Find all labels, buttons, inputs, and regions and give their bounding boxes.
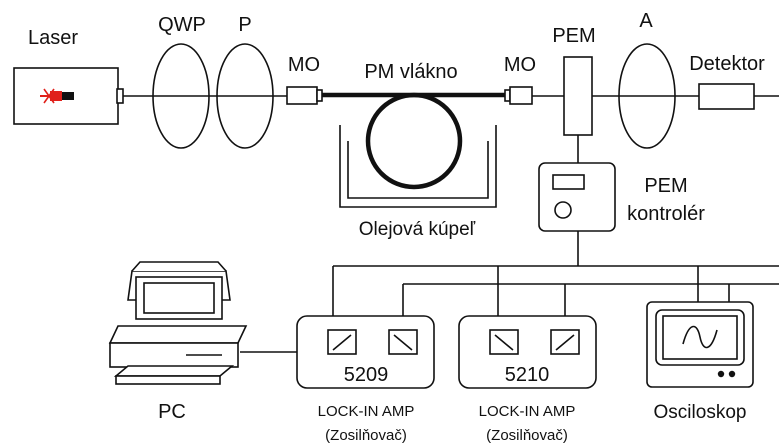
polarizer-lens xyxy=(216,43,274,149)
pem-controller-knob xyxy=(554,201,572,219)
analyzer-lens xyxy=(618,43,676,149)
label-pem-controller-1: PEM xyxy=(644,175,687,197)
label-pem-controller-2: kontrolér xyxy=(627,203,705,225)
oscilloscope xyxy=(646,301,754,388)
laser-aperture xyxy=(116,88,124,104)
lockin-5210 xyxy=(458,315,597,389)
oil-bath xyxy=(339,125,497,208)
pem-controller-display xyxy=(552,174,585,190)
label-pem: PEM xyxy=(552,25,595,47)
pem-element xyxy=(563,56,593,136)
label-oil-bath: Olejová kúpeľ xyxy=(359,219,476,240)
osc-knob-2 xyxy=(728,370,736,378)
lockin1-sub: (Zosilňovač) xyxy=(325,427,407,444)
laser xyxy=(13,67,124,125)
pem-controller-box xyxy=(538,162,616,232)
label-mo-right: MO xyxy=(504,54,536,76)
laser-icon xyxy=(40,88,74,104)
lockin-5209 xyxy=(296,315,435,389)
pc-icon xyxy=(108,261,248,385)
label-polarizer: P xyxy=(238,14,251,36)
sine-wave-icon xyxy=(682,325,718,349)
label-pm-fiber: PM vlákno xyxy=(364,61,457,83)
mo-right-body xyxy=(509,86,533,105)
mo-left-body xyxy=(286,86,318,105)
lockin1-name: LOCK-IN AMP xyxy=(318,403,415,420)
lockin2-name: LOCK-IN AMP xyxy=(479,403,576,420)
label-mo-left: MO xyxy=(288,54,320,76)
label-detector: Detektor xyxy=(689,53,765,75)
label-oscilloscope: Osciloskop xyxy=(654,402,747,423)
qwp-lens xyxy=(152,43,210,149)
osc-knob-1 xyxy=(717,370,725,378)
lockin2-sub: (Zosilňovač) xyxy=(486,427,568,444)
label-pc: PC xyxy=(158,401,186,423)
pm-fiber-coil xyxy=(365,92,463,190)
mo-left-tip xyxy=(316,89,323,102)
lockin1-number: 5209 xyxy=(344,364,389,386)
label-analyzer: A xyxy=(639,10,653,32)
label-laser: Laser xyxy=(28,27,78,49)
label-qwp: QWP xyxy=(158,14,206,36)
lockin2-number: 5210 xyxy=(505,364,550,386)
detector-body xyxy=(698,83,755,110)
